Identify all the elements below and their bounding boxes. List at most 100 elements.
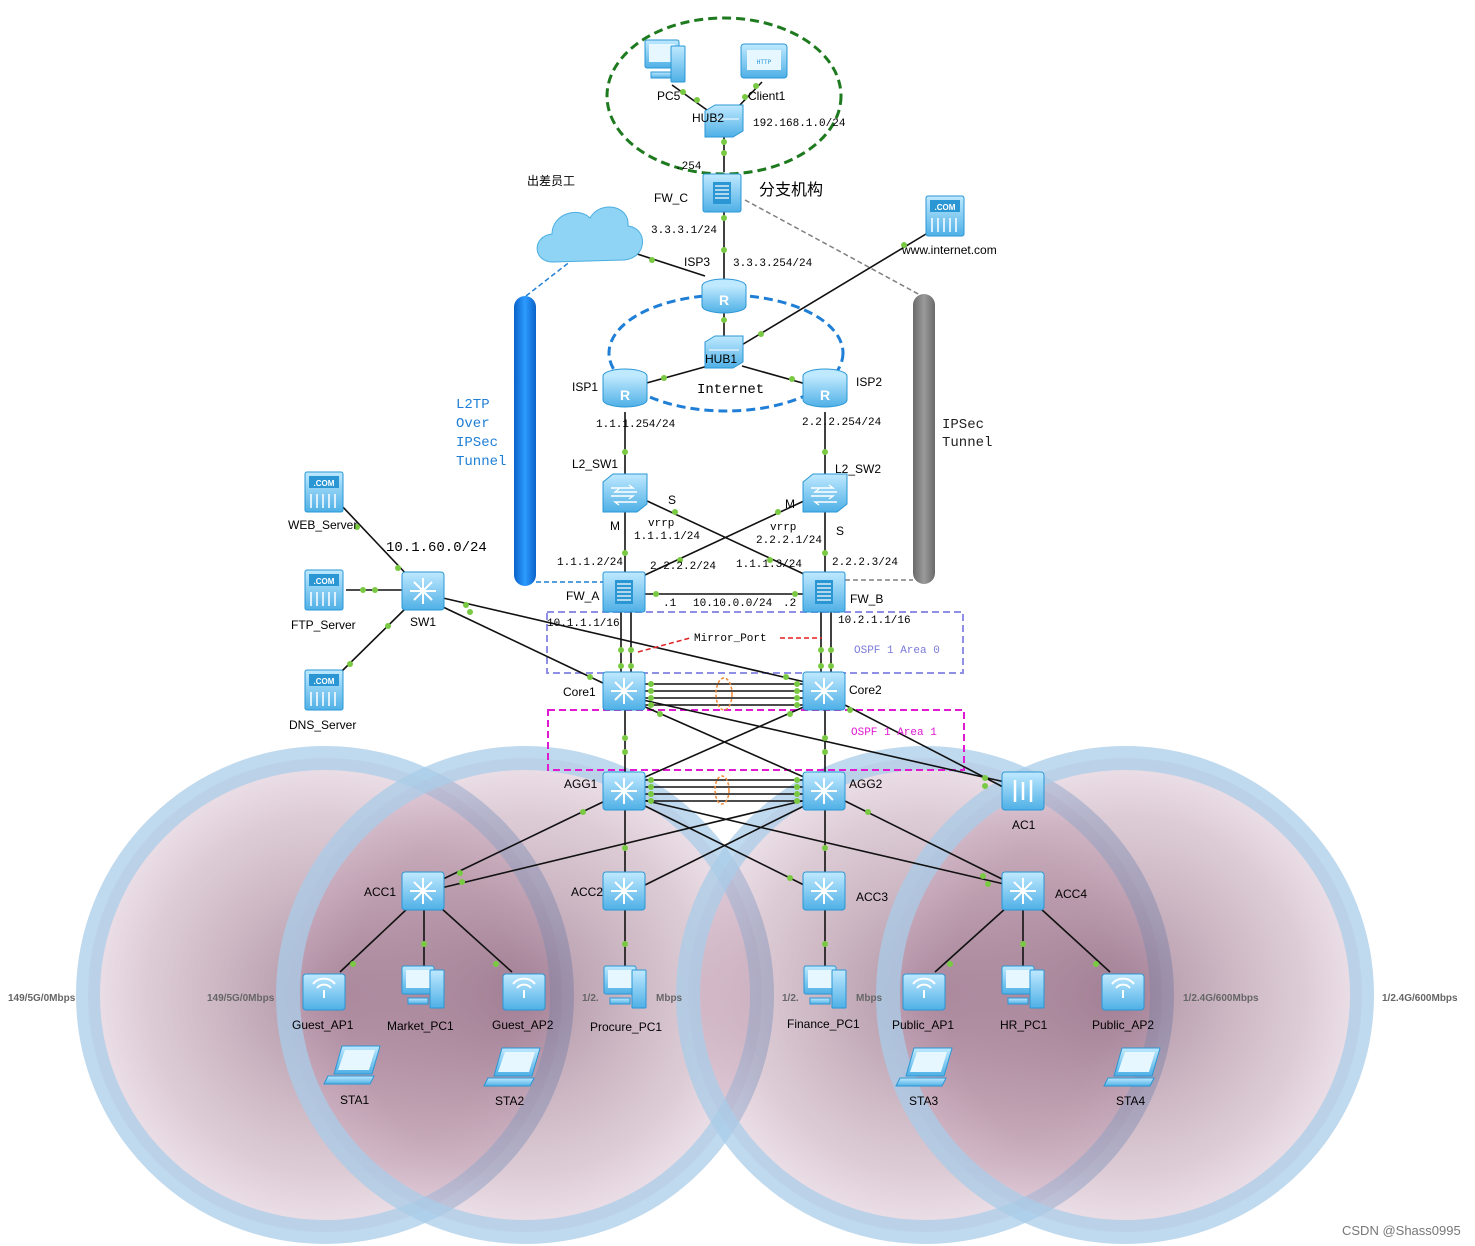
laptop-icon[interactable] — [483, 1047, 541, 1087]
pc-icon[interactable] — [1001, 965, 1045, 1009]
router-icon[interactable]: R — [802, 368, 848, 408]
svg-text:.COM: .COM — [314, 479, 335, 488]
ipsec-tunnel-label-line2: Tunnel — [942, 435, 992, 451]
access-controller-icon[interactable] — [1001, 771, 1045, 811]
fw-b-isp1-label: 1.1.1.3/24 — [736, 559, 802, 571]
master-label-left: M — [610, 519, 620, 533]
svg-text:R: R — [719, 292, 729, 308]
ospf-area0-box — [546, 611, 964, 674]
laptop-icon[interactable] — [895, 1047, 953, 1087]
dns-server-icon[interactable]: .COM — [304, 669, 344, 711]
cloud-icon — [536, 206, 643, 263]
aggregation-switch-icon[interactable] — [602, 771, 646, 811]
client-icon[interactable]: HTTP — [740, 43, 788, 79]
access-switch-icon[interactable] — [602, 871, 646, 911]
fw-a-isp1-label: 1.1.1.2/24 — [557, 557, 623, 569]
fw-b-isp2-label: 2.2.2.3/24 — [832, 557, 898, 569]
svg-text:R: R — [820, 387, 830, 403]
router-icon[interactable]: R — [602, 368, 648, 408]
svg-text:.COM: .COM — [314, 677, 335, 686]
hub-icon[interactable] — [704, 104, 744, 138]
label-core2: Core2 — [849, 683, 882, 697]
label-website: www.internet.com — [901, 243, 997, 257]
node-labels: PC5 Client1 HUB2 FW_C ISP3 HUB1 ISP1 ISP… — [288, 89, 1154, 1108]
label-isp1: ISP1 — [572, 380, 598, 394]
access-point-icon[interactable] — [902, 973, 946, 1011]
l2tp-tunnel-label-line3: IPSec — [456, 435, 498, 451]
isp2-ip-label: 2.2.2.254/24 — [802, 417, 882, 429]
watermark: CSDN @Shass0995 — [1342, 1223, 1461, 1238]
slave-label-left: S — [668, 493, 676, 507]
label-hr-pc1: HR_PC1 — [1000, 1018, 1048, 1032]
pc-icon[interactable] — [603, 965, 647, 1009]
access-point-icon[interactable] — [502, 973, 546, 1011]
mirror-port-marker — [637, 637, 822, 653]
web-server-icon[interactable]: .COM — [925, 195, 965, 237]
wlan-band-label-mid2: 1/2. — [782, 993, 799, 1004]
l2tp-tunnel-label-line4: Tunnel — [456, 454, 506, 470]
l2-switch-icon[interactable] — [602, 473, 648, 513]
vrrp1-ip-label: 1.1.1.1/24 — [634, 531, 700, 543]
mirror-port-label: Mirror_Port — [694, 633, 767, 645]
label-agg2: AGG2 — [849, 777, 883, 791]
label-acc2: ACC2 — [571, 885, 603, 899]
svg-text:HTTP: HTTP — [757, 59, 772, 66]
access-switch-icon[interactable] — [1001, 871, 1045, 911]
label-web-server: WEB_Server — [288, 518, 357, 532]
core-switch-icon[interactable] — [602, 671, 646, 711]
core-switch-icon[interactable] — [802, 671, 846, 711]
firewall-icon[interactable] — [802, 571, 846, 613]
wlan-band-label-2: 149/5G/0Mbps — [207, 993, 275, 1004]
fw-c-wan-label: 3.3.3.1/24 — [651, 225, 717, 237]
label-acc4: ACC4 — [1055, 887, 1087, 901]
pc-icon[interactable] — [803, 965, 847, 1009]
laptop-icon[interactable] — [1103, 1047, 1161, 1087]
label-acc3: ACC3 — [856, 890, 888, 904]
pc-icon[interactable] — [644, 39, 686, 83]
aggregation-switch-icon[interactable] — [802, 771, 846, 811]
label-fw-c: FW_C — [654, 191, 688, 205]
label-hub1: HUB1 — [705, 352, 737, 366]
fw-a-lan-label: 10.1.1.1/16 — [547, 618, 620, 630]
access-point-icon[interactable] — [302, 973, 346, 1011]
firewall-icon[interactable] — [602, 571, 646, 613]
vrrp-label-right: vrrp — [770, 522, 796, 534]
access-switch-icon[interactable] — [401, 871, 445, 911]
laptop-icon[interactable] — [323, 1045, 381, 1085]
l2tp-tunnel — [514, 249, 603, 586]
label-guest-ap1: Guest_AP1 — [292, 1018, 354, 1032]
server-switch-icon[interactable] — [401, 571, 445, 611]
label-public-ap2: Public_AP2 — [1092, 1018, 1154, 1032]
pc-icon[interactable] — [401, 965, 445, 1009]
label-finance-pc1: Finance_PC1 — [787, 1017, 860, 1031]
access-point-icon[interactable] — [1101, 973, 1145, 1011]
fw-a-isp2-label: 2.2.2.2/24 — [650, 561, 716, 573]
router-icon[interactable]: R — [701, 278, 747, 314]
master-label-right: M — [785, 497, 795, 511]
slave-label-right: S — [836, 524, 844, 538]
firewall-icon[interactable] — [702, 173, 742, 213]
network-annotations: 192.168.1.0/24 .254 分支机构 出差员工 3.3.3.1/24… — [8, 118, 1461, 1238]
vrrp2-ip-label: 2.2.2.1/24 — [756, 535, 822, 547]
server-subnet-label: 10.1.60.0/24 — [386, 540, 487, 556]
wlan-band-label-mid1: 1/2. — [582, 993, 599, 1004]
isp3-ip-label: 3.3.3.254/24 — [733, 258, 813, 270]
label-pc5: PC5 — [657, 89, 681, 103]
svg-text:.COM: .COM — [935, 203, 956, 212]
web-server-icon[interactable]: .COM — [304, 471, 344, 513]
wlan-band-label-3: 1/2.4G/600Mbps — [1183, 993, 1259, 1004]
l2-switch-icon[interactable] — [802, 473, 848, 513]
ftp-server-icon[interactable]: .COM — [304, 569, 344, 611]
label-acc1: ACC1 — [364, 885, 396, 899]
link-endpoint-dots — [347, 83, 1099, 967]
label-ac1: AC1 — [1012, 818, 1036, 832]
hub-icon[interactable] — [704, 335, 744, 369]
access-switch-icon[interactable] — [802, 871, 846, 911]
isp1-ip-label: 1.1.1.254/24 — [596, 419, 676, 431]
fw-a-host-label: .1 — [663, 598, 677, 610]
internet-label: Internet — [697, 382, 764, 398]
label-hub2: HUB2 — [692, 111, 724, 125]
label-fw-b: FW_B — [850, 592, 883, 606]
svg-text:.COM: .COM — [314, 577, 335, 586]
label-public-ap1: Public_AP1 — [892, 1018, 954, 1032]
